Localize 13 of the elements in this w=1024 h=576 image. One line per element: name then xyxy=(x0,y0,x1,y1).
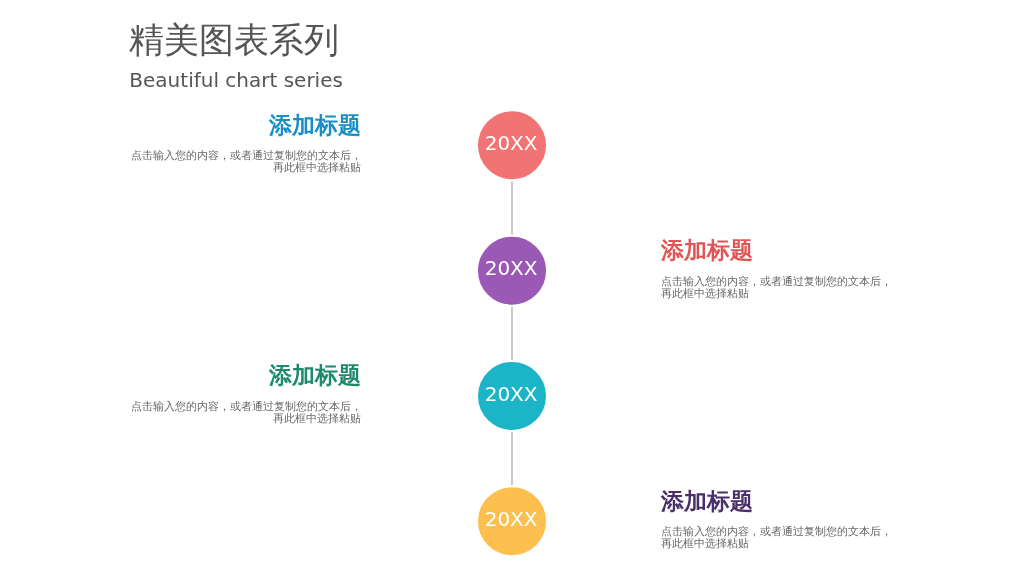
node-label: 添加标题 xyxy=(269,362,362,389)
node-label: 添加标题 xyxy=(661,487,754,514)
caption: Beautiful chart series xyxy=(129,67,343,92)
node-label: 点击输入您的内容，或者通过复制您的文本后，再此框中选择粘贴 xyxy=(661,525,893,551)
connector xyxy=(511,180,513,236)
diagram-title: 精美图表系列 xyxy=(129,19,340,60)
node-label: 添加标题 xyxy=(269,111,362,138)
connector xyxy=(511,431,513,486)
node-label: 添加标题 xyxy=(661,237,754,264)
node-label: 点击输入您的内容，或者通过复制您的文本后，再此框中选择粘贴 xyxy=(130,399,362,425)
node-label: 点击输入您的内容，或者通过复制您的文本后，再此框中选择粘贴 xyxy=(661,274,893,300)
node-label: 点击输入您的内容，或者通过复制您的文本后，再此框中选择粘贴 xyxy=(130,149,362,175)
connector xyxy=(511,306,513,361)
